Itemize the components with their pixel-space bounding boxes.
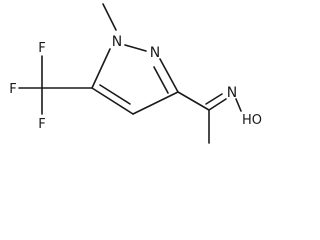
bond-c5-n1 <box>91 48 111 89</box>
bond-n1-n2 <box>124 44 147 52</box>
bond-n-o <box>235 98 242 112</box>
bond-c-oxime-n-double <box>205 93 223 105</box>
bond-n2-c3 <box>159 58 179 93</box>
atom-n-oxime-label: N <box>227 85 237 101</box>
atom-oh-label: HO <box>242 113 262 128</box>
bond-c4-c5 <box>91 87 134 115</box>
atom-f-left-label: F <box>9 82 16 97</box>
atom-n1-label: N <box>112 34 122 50</box>
structure-diagram: N N F F F N HO <box>9 3 263 144</box>
atom-f-bottom-label: F <box>38 117 45 132</box>
bond-n1-methyl <box>102 3 117 31</box>
bond-c4-c5-inner <box>99 84 131 105</box>
bond-c-oxime-n <box>208 98 227 111</box>
atom-f-top-label: F <box>38 41 45 56</box>
atom-n2-label: N <box>150 45 160 61</box>
bond-c3-c-oxime <box>177 91 210 111</box>
bond-n2-c3-inner <box>153 66 169 94</box>
bond-c3-c4 <box>132 91 179 115</box>
